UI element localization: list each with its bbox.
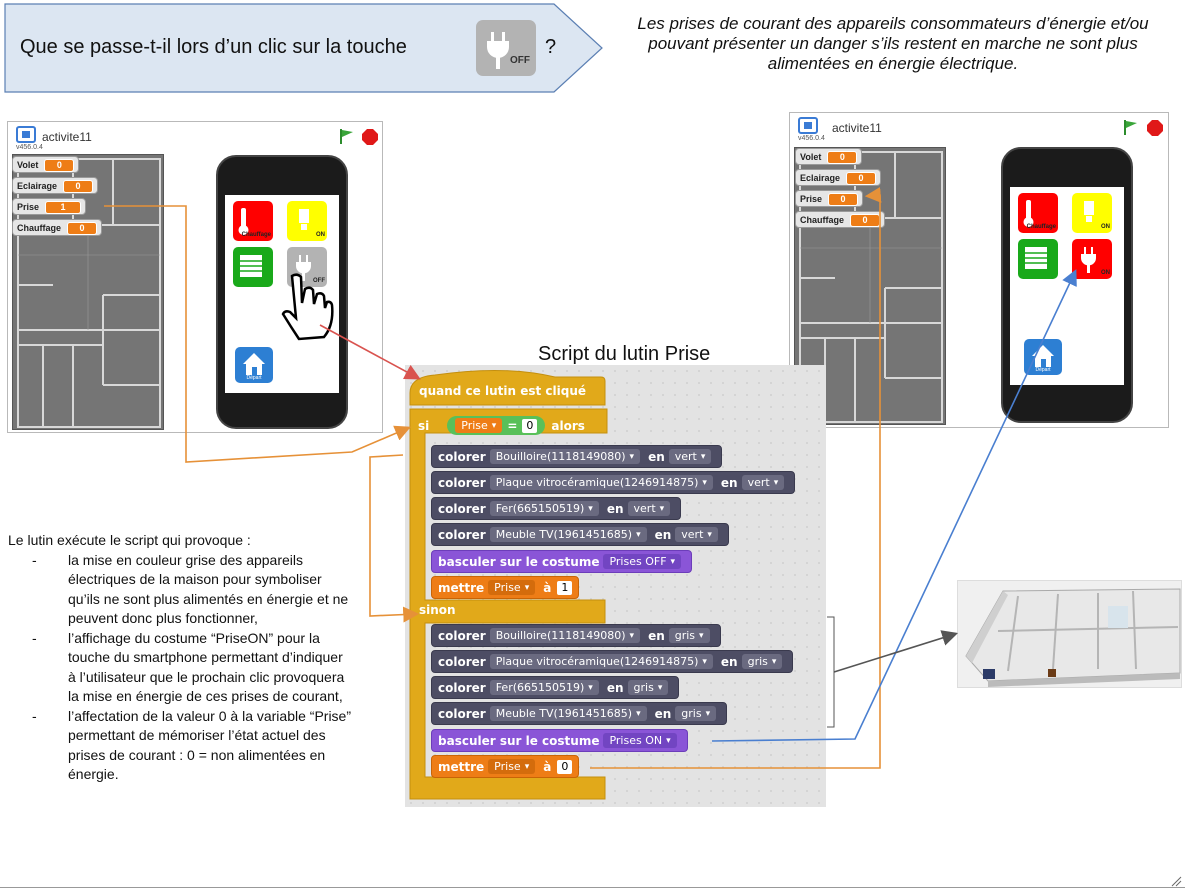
explanation-text: Le lutin exécute le script qui provoque …	[8, 531, 353, 785]
explanation-intro: Le lutin exécute le script qui provoque …	[8, 532, 251, 548]
answer-text: Les prises de courant des appareils cons…	[637, 14, 1149, 73]
condition-variable[interactable]: Prise	[455, 418, 503, 433]
plug-off-label: OFF	[510, 55, 530, 66]
home-icon	[243, 353, 265, 375]
light-tile[interactable]: ON	[287, 201, 327, 241]
home-icon	[1032, 345, 1054, 367]
window-title: activite11	[832, 121, 882, 135]
equals-operator[interactable]: Prise = 0	[447, 416, 546, 435]
set-variable-block[interactable]: mettrePriseà1	[431, 576, 580, 599]
house-3d-view	[957, 580, 1182, 688]
home-tile[interactable]: Départ	[1024, 339, 1062, 375]
plug-icon	[487, 32, 509, 69]
plug-icon	[1081, 247, 1096, 273]
thermo-tile[interactable]: Chauffage	[233, 201, 273, 241]
resize-grip-icon[interactable]	[1170, 875, 1182, 887]
question-mark: ?	[545, 36, 557, 58]
set-variable-block[interactable]: mettrePriseà0	[431, 755, 580, 778]
thermometer-icon	[1023, 200, 1034, 227]
phone-screen: Chauffage ON ON Départ	[1010, 187, 1124, 385]
shutter-tile[interactable]	[233, 247, 273, 287]
hand-cursor-icon	[281, 273, 334, 341]
shutter-icon	[240, 255, 262, 277]
plug-off-button[interactable]: OFF	[476, 20, 536, 76]
shutter-icon	[1025, 247, 1047, 269]
home-tile[interactable]: Départ	[235, 347, 273, 383]
window-title: activite11	[42, 130, 92, 144]
version-label: v456.0.4	[798, 135, 825, 142]
footer-divider	[0, 887, 1185, 888]
green-flag-icon[interactable]	[1122, 119, 1138, 135]
light-tile[interactable]: ON	[1072, 193, 1112, 233]
stop-icon[interactable]	[1146, 119, 1164, 137]
else-label: sinon	[419, 603, 456, 617]
scratch-logo-icon	[798, 117, 818, 134]
shutter-tile[interactable]	[1018, 239, 1058, 279]
explanation-item: la mise en couleur grise des appareils é…	[32, 551, 353, 629]
thermo-tile[interactable]: Chauffage	[1018, 193, 1058, 233]
bulb-icon	[1084, 201, 1094, 222]
hat-block[interactable]: quand ce lutin est cliqué	[419, 384, 587, 398]
smartphone: Chauffage ON ON Départ	[1001, 147, 1133, 423]
stop-icon[interactable]	[361, 128, 379, 146]
scratch-logo-icon	[16, 126, 36, 143]
explanation-item: l’affectation de la valeur 0 à la variab…	[32, 707, 353, 785]
question-text: Que se passe-t-il lors d’un clic sur la …	[20, 36, 407, 58]
condition-value[interactable]: 0	[522, 418, 538, 433]
plug-tile[interactable]: ON	[1072, 239, 1112, 279]
question-banner	[4, 3, 603, 93]
script-area: quand ce lutin est cliqué si Prise = 0 a…	[405, 365, 826, 807]
explanation-item: l’affichage du costume “PriseON” pour la…	[32, 629, 353, 707]
version-label: v456.0.4	[16, 144, 43, 151]
script-title: Script du lutin Prise	[538, 343, 711, 365]
house-plan	[12, 154, 164, 430]
green-flag-icon[interactable]	[338, 128, 354, 144]
if-block[interactable]: si Prise = 0 alors	[418, 416, 585, 435]
